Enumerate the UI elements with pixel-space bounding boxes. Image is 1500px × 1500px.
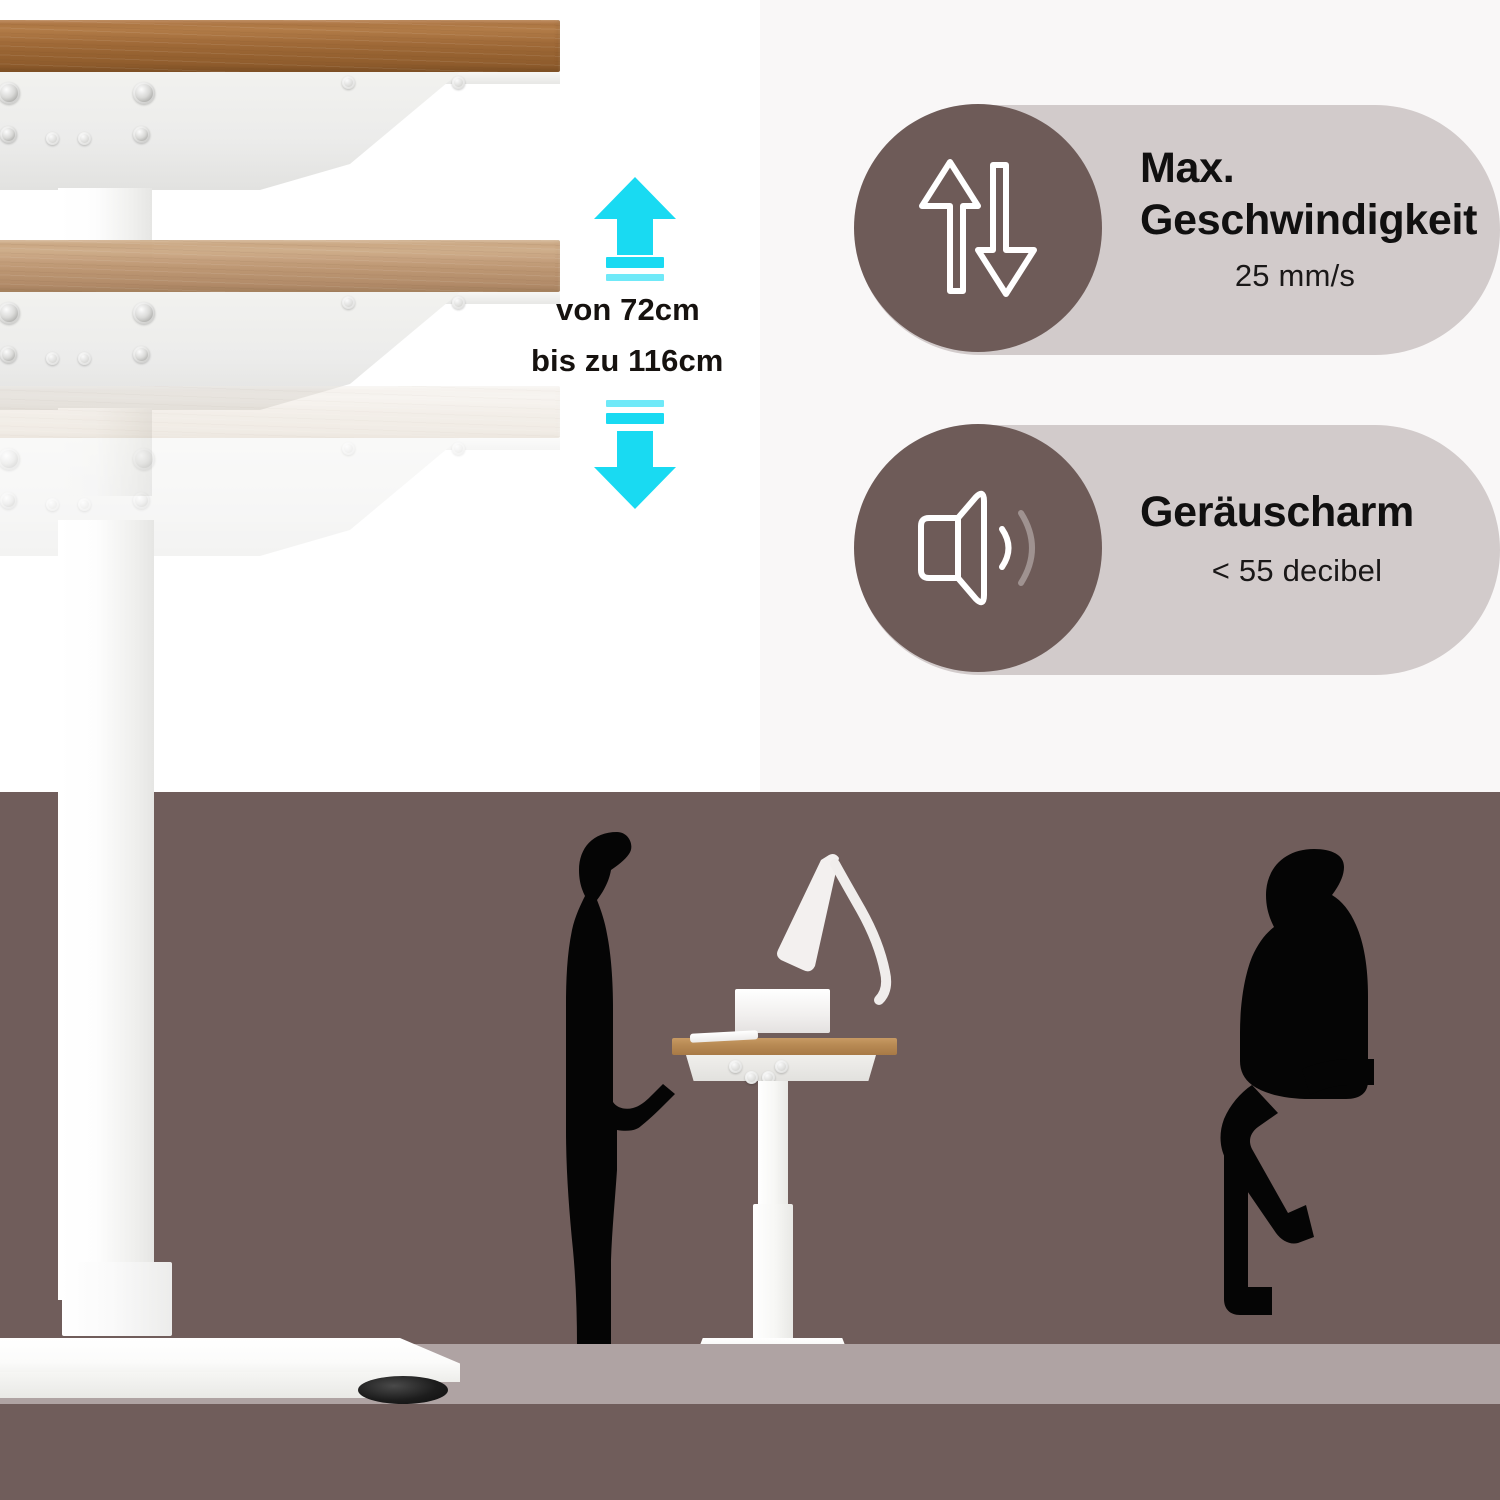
up-down-arrows-icon [919,159,1037,297]
bracket-screw [452,442,465,455]
desk-bracket-lip [0,438,560,450]
usage-scenes: stehen [0,792,1500,1500]
standing-cpu-box [735,989,830,1033]
desk-column-base-sleeve [62,1262,172,1336]
bracket-screw [0,448,20,470]
desk-illustration-panel [0,0,760,800]
bracket-screw [46,498,59,511]
bracket-screw [342,296,355,309]
arrow-down-icon [594,431,676,509]
features-panel: Max. Geschwindigkeit 25 mm/s Geräuscharm… [760,0,1500,792]
noise-icon-circle [854,424,1102,672]
desk-screw [762,1071,775,1084]
arrow-up-line-2 [606,274,664,281]
bracket-screw [0,126,17,143]
bracket-screw [46,132,59,145]
bracket-screw [452,76,465,89]
standing-monitor-icon [777,854,892,1005]
speed-card-title: Max. Geschwindigkeit [1140,144,1478,244]
feature-card-noise[interactable]: Geräuscharm < 55 decibel [854,424,1500,675]
bracket-screw [342,76,355,89]
speed-icon-circle [854,104,1102,352]
arrow-down-group [590,400,680,510]
arrow-up-icon [594,177,676,255]
bracket-screw [133,302,155,324]
bracket-screw [78,352,91,365]
bracket-screw [0,302,20,324]
bracket-screw [46,352,59,365]
desk-top-surface [0,240,560,292]
bracket-screw [0,346,17,363]
noise-card-text: Geräuscharm < 55 decibel [1140,487,1490,589]
bracket-screw [342,442,355,455]
bracket-screw [133,492,150,509]
desk-screw [745,1071,758,1084]
arrow-up-group [590,175,680,285]
floor-dark-strip [0,1404,1500,1500]
arrow-up-line-1 [606,257,664,268]
desk-top-surface [0,386,560,438]
noise-card-title: Geräuscharm [1140,488,1414,536]
desk-top-surface [0,20,560,72]
bracket-screw [78,498,91,511]
desk-screw [775,1060,788,1073]
standing-desk-top [672,1038,897,1055]
speaker-volume-icon [917,490,1035,606]
wood-grain-texture [0,240,560,292]
feature-card-speed[interactable]: Max. Geschwindigkeit 25 mm/s [854,104,1500,355]
arrow-down-line-1 [606,413,664,424]
standing-person-icon [555,830,685,1402]
standing-desk-column-upper [758,1081,788,1210]
height-to-label: bis zu 116cm [531,343,724,378]
bracket-screw [452,296,465,309]
speed-card-text: Max. Geschwindigkeit 25 mm/s [1140,143,1490,294]
desk-foot-glide [358,1376,448,1404]
speed-card-value: 25 mm/s [1234,258,1356,294]
arrow-down-line-2 [606,400,664,407]
desk-main-column-lower [58,792,154,1300]
bracket-screw [133,448,155,470]
desk-foot-bar-lower [0,1372,430,1398]
bracket-screw [133,346,150,363]
bracket-screw [0,492,17,509]
noise-card-value: < 55 decibel [1211,552,1383,588]
bracket-screw [133,82,155,104]
desk-leg-column [58,408,152,496]
bracket-screw [78,132,91,145]
bracket-screw [0,82,20,104]
bracket-screw [133,126,150,143]
standing-desk-column-lower [753,1204,793,1341]
desk-screw [729,1060,742,1073]
height-from-label: von 72cm [556,292,700,327]
desk-main-column [58,520,154,800]
wood-grain-texture [0,20,560,72]
wood-grain-texture [0,386,560,438]
desk-bracket [0,72,460,190]
sitting-person-icon [1218,847,1398,1352]
